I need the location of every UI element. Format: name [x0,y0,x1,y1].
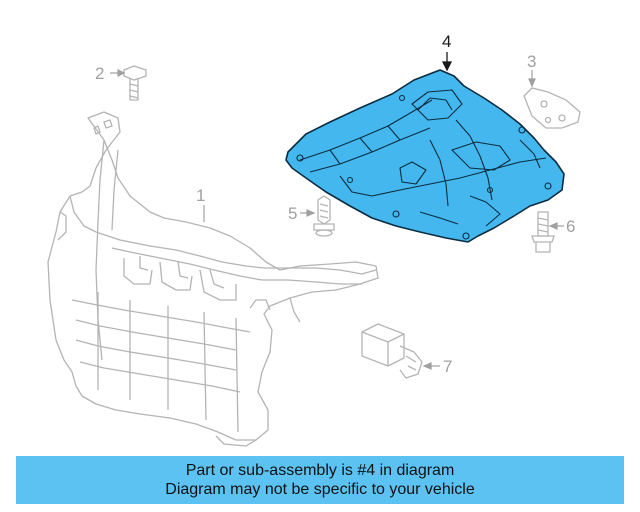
leader-arrow-4 [441,52,453,72]
callout-6: 6 [566,217,576,236]
parts-diagram [47,52,581,447]
callout-2: 2 [95,64,105,83]
banner-line-1: Part or sub-assembly is #4 in diagram [185,462,455,479]
leader-arrow-5 [300,209,316,217]
bolt-part-2 [123,65,147,101]
info-banner: Part or sub-assembly is #4 in diagram Di… [16,456,624,504]
leader-arrow-2 [110,69,126,77]
leader-arrow-6 [548,222,564,230]
callout-7: 7 [443,357,453,376]
callout-5: 5 [288,204,298,223]
banner-line-2: Diagram may not be specific to your vehi… [165,481,475,498]
splash-shield-part-4 [285,69,565,243]
radiator-support-part [47,111,379,447]
bolt-part-6 [531,211,555,253]
callout-4: 4 [442,32,452,51]
screw-part-5 [313,195,335,237]
bracket-part-3 [523,87,581,129]
callout-1: 1 [196,186,206,205]
leader-arrow-3 [528,70,536,88]
leader-arrow-7 [422,362,440,370]
sensor-part-7 [361,323,423,379]
callout-3: 3 [527,52,537,71]
